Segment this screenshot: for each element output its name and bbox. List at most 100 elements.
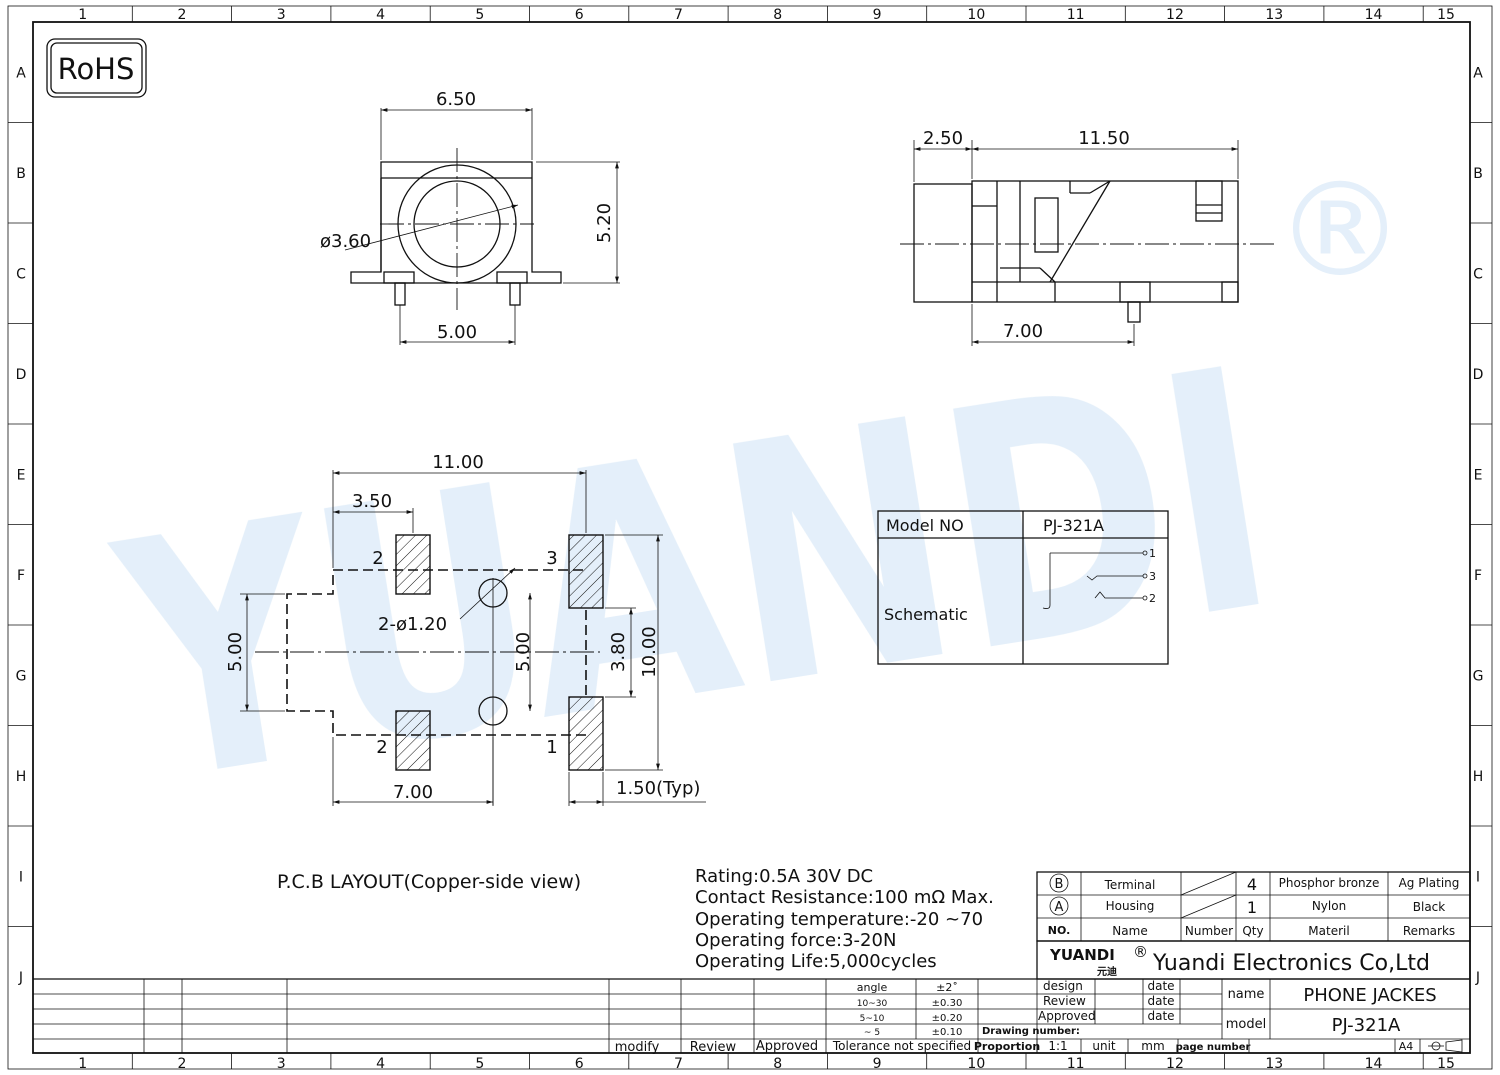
schematic-pin-2: 2 [1149, 592, 1156, 605]
pad-2-top [395, 534, 431, 595]
dim-pad-width: 1.50(Typ) [616, 778, 700, 799]
drawing-number-label: Drawing number: [982, 1026, 1080, 1037]
dim-hole-offset: 7.00 [393, 782, 433, 803]
grid-row-label-left: H [16, 769, 27, 785]
grid-row-label-left: J [18, 970, 23, 986]
grid-col-label-top: 8 [773, 7, 782, 23]
grid-row-label-right: G [1473, 668, 1484, 684]
grid-col-label-top: 13 [1265, 7, 1283, 23]
schematic-pin-1: 1 [1149, 547, 1156, 560]
grid-col-label-bottom: 15 [1437, 1056, 1455, 1072]
revision-modify: modify [615, 1040, 660, 1055]
grid-row-label-left: E [17, 467, 26, 483]
grid-col-label-bottom: 5 [475, 1056, 484, 1072]
dim-body-length: 11.50 [1078, 128, 1130, 149]
pin-label-2-bottom: 2 [376, 737, 387, 758]
grid-col-label-top: 15 [1437, 7, 1455, 23]
dim-pin-offset: 7.00 [1003, 321, 1043, 342]
dim-width: 6.50 [436, 89, 476, 110]
name-value: PHONE JACKES [1303, 985, 1436, 1006]
grid-row-label-right: H [1473, 769, 1484, 785]
dim-body-height: 5.00 [225, 632, 246, 672]
grid-col-label-top: 3 [277, 7, 286, 23]
scale-value: 1:1 [1048, 1039, 1067, 1053]
bom-remarks-terminal: Ag Plating [1399, 876, 1460, 890]
design-label: design [1043, 979, 1083, 993]
grid-row-label-right: D [1473, 367, 1484, 383]
grid-col-label-top: 1 [78, 7, 87, 23]
schematic-label: Schematic [884, 605, 968, 624]
tol-range-5-10: 5~10 [860, 1014, 885, 1024]
dim-diameter: ø3.60 [320, 231, 371, 252]
dim-height: 5.20 [594, 203, 615, 243]
grid-row-label-left: F [17, 568, 25, 584]
dim-hole-pitch: 5.00 [513, 632, 534, 672]
grid-col-label-top: 9 [873, 7, 882, 23]
grid-row-label-right: J [1475, 970, 1480, 986]
bom-header-name: Name [1112, 924, 1147, 938]
review-date-label: date [1147, 994, 1174, 1008]
model-label: Model NO [886, 516, 964, 535]
pin-label-1: 1 [546, 737, 557, 758]
bom-header-no: NO. [1048, 924, 1071, 937]
grid-row-label-left: G [16, 668, 27, 684]
grid-row-label-left: A [16, 65, 26, 81]
revision-approved: Approved [756, 1039, 818, 1054]
bom-header-remarks: Remarks [1403, 924, 1455, 938]
grid-col-label-top: 4 [376, 7, 385, 23]
rohs-label: RoHS [58, 52, 135, 86]
grid-row-label-right: C [1473, 266, 1483, 282]
tol-value-5-10: ±0.20 [932, 1013, 963, 1024]
tol-range-10-30: 10~30 [857, 999, 888, 1009]
dim-pcb-width: 11.00 [432, 452, 484, 473]
review-label: Review [1043, 994, 1086, 1008]
grid-col-label-top: 11 [1067, 7, 1085, 23]
grid-col-label-bottom: 6 [575, 1056, 584, 1072]
company-logo: YUANDI [1049, 946, 1115, 964]
dim-pin-pitch: 5.00 [437, 322, 477, 343]
tol-range-under-5: ~ 5 [864, 1028, 880, 1038]
dim-front-length: 2.50 [923, 128, 963, 149]
grid-row-label-right: E [1474, 467, 1483, 483]
pcb-caption: P.C.B LAYOUT(Copper-side view) [277, 871, 581, 893]
bom-header-number: Number [1185, 924, 1233, 938]
paper-size: A4 [1399, 1040, 1414, 1053]
spec-life: Operating Life:5,000cycles [695, 951, 937, 972]
grid-col-label-top: 10 [967, 7, 985, 23]
grid-col-label-bottom: 7 [674, 1056, 683, 1072]
bom-name-terminal: Terminal [1104, 878, 1156, 892]
grid-col-label-bottom: 2 [177, 1056, 186, 1072]
grid-col-label-top: 2 [177, 7, 186, 23]
grid-row-label-right: F [1474, 568, 1482, 584]
approved-date-label: date [1147, 1009, 1174, 1023]
grid-col-label-bottom: 8 [773, 1056, 782, 1072]
bom-header-qty: Qty [1242, 924, 1263, 938]
unit-value: mm [1141, 1039, 1164, 1053]
dim-pad-gap: 3.80 [608, 632, 629, 672]
pad-3 [568, 534, 604, 609]
grid-col-label-bottom: 11 [1067, 1056, 1085, 1072]
spec-temperature: Operating temperature:-20 ~70 [695, 909, 983, 930]
grid-col-label-top: 6 [575, 7, 584, 23]
pin-label-3: 3 [546, 548, 557, 569]
company-reg: ® [1133, 943, 1148, 961]
bom-name-housing: Housing [1106, 899, 1155, 913]
watermark-text: YUANDI [95, 298, 1295, 858]
spec-rating: Rating:0.5A 30V DC [695, 866, 873, 887]
proportion-label: Proportion [974, 1040, 1040, 1053]
pcb-layout: 11.00 3.50 5.00 2-ø1.20 5.00 3.80 10.00 … [225, 452, 706, 893]
revision-review: Review [690, 1040, 737, 1055]
tol-value-10-30: ±0.30 [932, 998, 963, 1009]
pad-1 [568, 696, 604, 771]
grid-col-label-bottom: 14 [1365, 1056, 1383, 1072]
bom-material-terminal: Phosphor bronze [1279, 876, 1380, 890]
grid-labels: 1122334455667788991010111112121313141415… [8, 6, 1492, 1072]
model-value-title: PJ-321A [1332, 1015, 1401, 1036]
company-block: YUANDI 元迪 ® Yuandi Electronics Co,Ltd [1036, 940, 1471, 980]
grid-row-label-right: A [1473, 65, 1483, 81]
grid-col-label-top: 7 [674, 7, 683, 23]
bom-qty-housing: 1 [1247, 898, 1257, 917]
grid-col-label-bottom: 10 [967, 1056, 985, 1072]
grid-col-label-bottom: 13 [1265, 1056, 1283, 1072]
